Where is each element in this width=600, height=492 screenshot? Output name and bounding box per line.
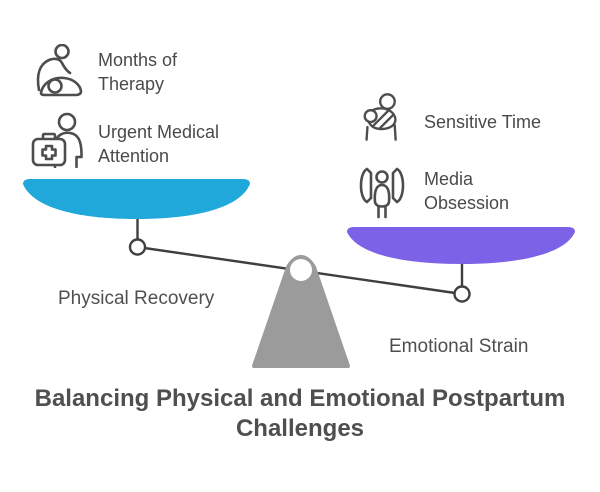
left-pan-label: Physical Recovery (58, 288, 215, 309)
page-title: Balancing Physical and Emotional Postpar… (34, 385, 566, 442)
item-label-urgent-medical-attention: Urgent Medical Attention (98, 122, 220, 166)
first-aid-icon (30, 110, 86, 168)
fulcrum-hole (290, 259, 312, 281)
right-pan-label: Emotional Strain (389, 336, 529, 357)
baby-sling-icon (362, 90, 402, 144)
therapy-icon (34, 44, 86, 98)
right-pan (347, 227, 575, 264)
left-pan (23, 179, 250, 219)
item-label-media-obsession: Media Obsession (424, 169, 510, 213)
media-crowd-icon (353, 160, 411, 220)
right-pivot-circle (453, 285, 471, 303)
item-label-months-of-therapy: Months of Therapy (98, 50, 178, 94)
item-label-sensitive-time: Sensitive Time (424, 112, 542, 132)
fulcrum (252, 255, 350, 368)
left-pivot-circle (128, 238, 147, 256)
